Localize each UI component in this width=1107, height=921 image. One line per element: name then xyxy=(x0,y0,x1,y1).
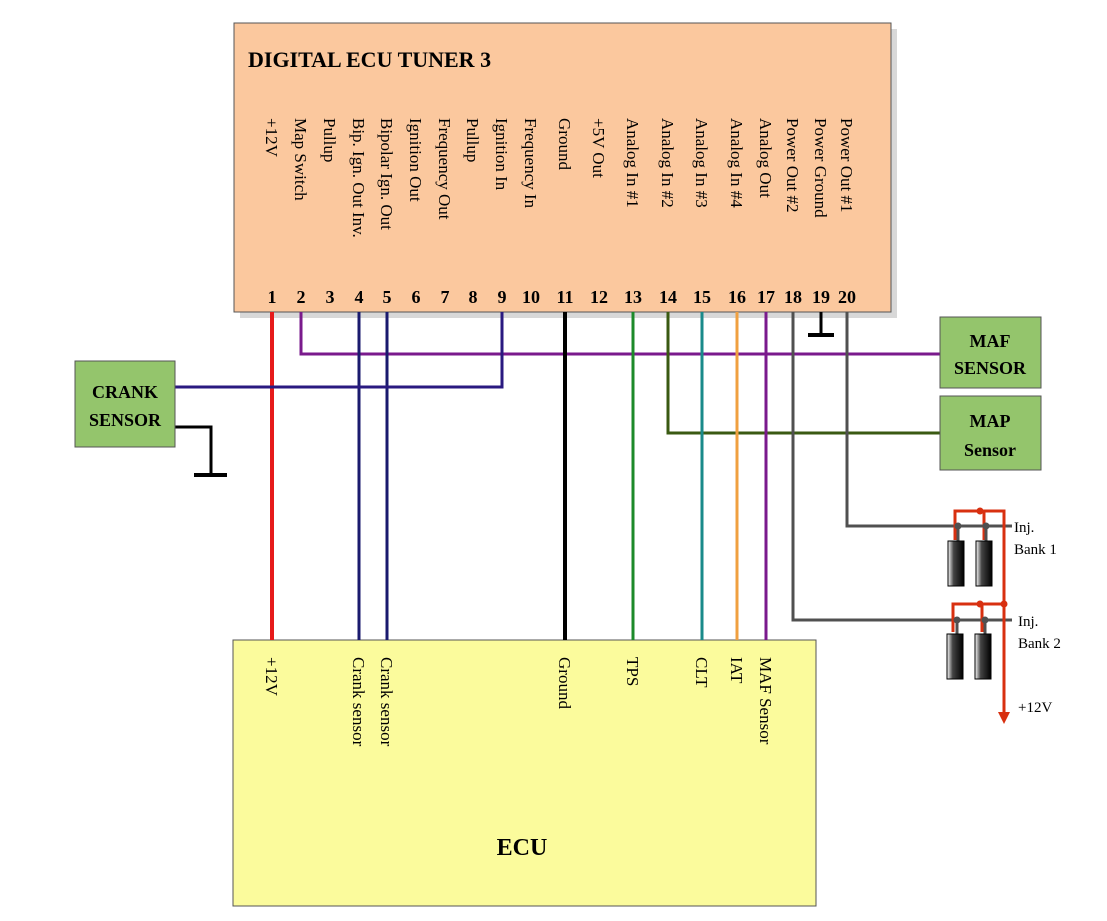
pin-label: Pullup xyxy=(320,118,339,162)
pin-number: 18 xyxy=(784,287,802,307)
injector-icon xyxy=(947,540,965,587)
inj-supply-label: +12V xyxy=(1018,700,1052,716)
map-sensor-line1: MAP xyxy=(970,411,1011,431)
pin-label: Power Out #1 xyxy=(837,118,856,212)
wire-bank2 xyxy=(791,312,1012,622)
pin-number: 7 xyxy=(441,287,450,307)
supply-arrow xyxy=(998,712,1010,724)
pin-label: Analog In #3 xyxy=(692,118,711,208)
pin-number: 3 xyxy=(326,287,335,307)
pin-labels: +12V Map Switch Pullup Bip. Ign. Out Inv. Bi… xyxy=(262,118,856,238)
pin-label: Ground xyxy=(555,118,574,170)
crank-sensor-line1: CRANK xyxy=(92,382,158,402)
rail-node1 xyxy=(976,507,984,515)
pin-label: Ignition In xyxy=(492,118,511,191)
ecu-input-label: CLT xyxy=(692,657,711,688)
pin-label: Analog In #1 xyxy=(623,118,642,208)
injector-icon xyxy=(946,633,964,680)
ecu-input-label: IAT xyxy=(727,657,746,684)
pin-label: Map Switch xyxy=(291,118,310,201)
wire-crank-ground xyxy=(175,425,213,474)
inj-bank1-line1: Inj. xyxy=(1014,520,1034,536)
pin-number: 4 xyxy=(355,287,364,307)
pin-label: Power Out #2 xyxy=(783,118,802,212)
pin-label: Analog Out xyxy=(756,118,775,198)
pin-number: 20 xyxy=(838,287,856,307)
signal-node-b1a xyxy=(954,522,962,530)
pin-number: 2 xyxy=(297,287,306,307)
inj-bank1-line2: Bank 1 xyxy=(1014,542,1057,558)
pin-label: +12V xyxy=(262,118,281,158)
ecu-title: ECU xyxy=(497,835,548,861)
ecu-input-label: +12V xyxy=(262,657,281,697)
pin-label: Pullup xyxy=(463,118,482,162)
inj-bank2-line2: Bank 2 xyxy=(1018,636,1061,652)
maf-sensor-line1: MAF xyxy=(970,331,1011,351)
map-sensor-line2: Sensor xyxy=(964,440,1016,460)
pin-label: Ignition Out xyxy=(406,118,425,202)
pin-label: Bip. Ign. Out Inv. xyxy=(349,118,368,238)
wire-crank-sensor xyxy=(175,312,504,389)
rail-node2 xyxy=(976,600,984,608)
wire-map-sensor xyxy=(666,312,940,435)
ecu-input-label: Crank sensor xyxy=(377,657,396,747)
ecu-input-labels: +12V Crank sensor Crank sensor Ground TPS CLT… xyxy=(262,657,775,747)
pin-number: 19 xyxy=(812,287,830,307)
map-sensor-box xyxy=(939,395,1042,471)
pin-label: Frequency In xyxy=(521,118,540,209)
tuner-title: DIGITAL ECU TUNER 3 xyxy=(248,47,491,72)
maf-sensor-line2: SENSOR xyxy=(954,358,1027,378)
ecu-input-label: MAF Sensor xyxy=(756,657,775,745)
wires xyxy=(175,312,1012,640)
signal-node-b2a xyxy=(953,616,961,624)
pin-label: Analog In #4 xyxy=(727,118,746,208)
pin-number: 10 xyxy=(522,287,540,307)
pin-label: +5V Out xyxy=(589,118,608,178)
pin-number: 11 xyxy=(556,287,573,307)
ecu-input-label: Crank sensor xyxy=(349,657,368,747)
ecu-box xyxy=(232,639,817,907)
pin-number: 8 xyxy=(469,287,478,307)
pin-number: 12 xyxy=(590,287,608,307)
crank-sensor-box xyxy=(74,360,176,448)
pin-label: Power Ground xyxy=(811,118,830,218)
injector-icon xyxy=(974,633,992,680)
pin-number: 14 xyxy=(659,287,677,307)
pin-label: Analog In #2 xyxy=(658,118,677,208)
pin-label: Frequency Out xyxy=(435,118,454,220)
ecu-input-label: TPS xyxy=(623,657,642,686)
pin-number: 1 xyxy=(268,287,277,307)
ecu-input-label: Ground xyxy=(555,657,574,709)
pin-label: Bipolar Ign. Out xyxy=(377,118,396,230)
rail-node3 xyxy=(1000,600,1008,608)
pin-number: 13 xyxy=(624,287,642,307)
pin-number: 15 xyxy=(693,287,711,307)
pin-number: 17 xyxy=(757,287,775,307)
crank-sensor-line2: SENSOR xyxy=(89,410,162,430)
maf-sensor-box xyxy=(939,316,1042,389)
wire-map-switch xyxy=(299,312,940,356)
inj-bank2-line1: Inj. xyxy=(1018,614,1038,630)
inj-rail-bank2 xyxy=(951,602,1004,632)
signal-node-b2b xyxy=(981,616,989,624)
injector-assembly xyxy=(946,507,1010,724)
signal-node-b1b xyxy=(982,522,990,530)
pin-number: 6 xyxy=(412,287,421,307)
pin-number: 9 xyxy=(498,287,507,307)
pin-number: 5 xyxy=(383,287,392,307)
injector-icon xyxy=(975,540,993,587)
tuner-box xyxy=(233,22,892,313)
pin-number: 16 xyxy=(728,287,746,307)
